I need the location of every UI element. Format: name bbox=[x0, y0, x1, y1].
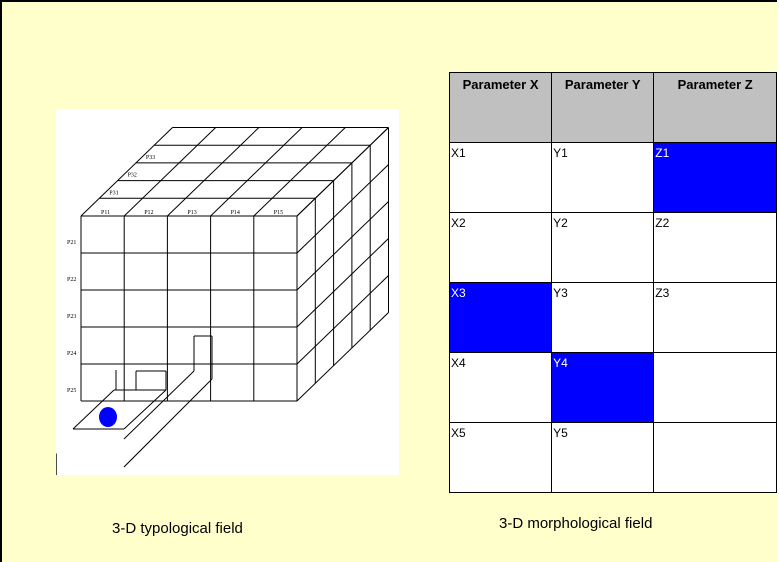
table-cell: Y5 bbox=[551, 422, 655, 493]
rod-edge bbox=[123, 378, 213, 468]
table-row: X1 Y1 Z1 bbox=[448, 142, 777, 213]
table-cell bbox=[653, 352, 777, 423]
side-grid-line bbox=[296, 127, 389, 217]
table-cell: Y1 bbox=[551, 142, 655, 213]
side-grid-line bbox=[296, 312, 389, 402]
rod-edge bbox=[72, 389, 115, 430]
table-row: X4 Y4 bbox=[448, 352, 777, 423]
front-label: P12 bbox=[144, 210, 153, 216]
side-grid-line bbox=[296, 275, 389, 365]
rod-edge bbox=[123, 370, 195, 440]
table-row: X5 Y5 bbox=[448, 422, 777, 493]
top-grid-line bbox=[210, 127, 303, 217]
side-grid-line bbox=[296, 201, 389, 291]
header-parameter-y: Parameter Y bbox=[551, 72, 655, 143]
depth-label: P33 bbox=[146, 155, 155, 161]
front-label: P15 bbox=[274, 210, 283, 216]
side-grid-line bbox=[296, 238, 389, 328]
header-parameter-x: Parameter X bbox=[448, 72, 553, 143]
side-label: P21 bbox=[67, 240, 76, 246]
depth-label: P32 bbox=[128, 173, 137, 179]
position-marker bbox=[99, 407, 117, 427]
table-cell: Y2 bbox=[551, 212, 655, 283]
table-row: X2 Y2 Z2 bbox=[448, 212, 777, 283]
front-label: P13 bbox=[187, 210, 196, 216]
table-cell-selected: X3 bbox=[448, 282, 553, 353]
morphological-field-table: Parameter X Parameter Y Parameter Z X1 Y… bbox=[448, 72, 777, 493]
front-label: P11 bbox=[101, 210, 110, 216]
side-grid-line bbox=[296, 164, 389, 254]
side-label: P25 bbox=[67, 388, 76, 394]
table-cell-selected: Z1 bbox=[653, 142, 777, 213]
front-label: P14 bbox=[231, 210, 240, 216]
table-cell-selected: Y4 bbox=[551, 352, 655, 423]
side-label: P23 bbox=[67, 314, 76, 320]
table-row: X3 Y3 Z3 bbox=[448, 282, 777, 353]
table-cell: X1 bbox=[448, 142, 553, 213]
table-cell: X5 bbox=[448, 422, 553, 493]
table-cell: Y3 bbox=[551, 282, 655, 353]
table-cell: X4 bbox=[448, 352, 553, 423]
top-grid-line bbox=[253, 127, 346, 217]
table-cell bbox=[653, 422, 777, 493]
typological-field-caption: 3-D typological field bbox=[112, 520, 243, 537]
top-grid-line bbox=[167, 127, 260, 217]
table-cell: X2 bbox=[448, 212, 553, 283]
table-header-row: Parameter X Parameter Y Parameter Z bbox=[448, 72, 777, 143]
table-cell: Z2 bbox=[653, 212, 777, 283]
top-grid-line bbox=[80, 127, 173, 217]
rod-edge bbox=[123, 389, 167, 430]
table-cell: Z3 bbox=[653, 282, 777, 353]
top-grid-line bbox=[123, 127, 217, 217]
morphological-field-caption: 3-D morphological field bbox=[499, 515, 653, 532]
header-parameter-z: Parameter Z bbox=[653, 72, 777, 143]
side-label: P22 bbox=[67, 277, 76, 283]
side-label: P24 bbox=[67, 351, 76, 357]
depth-label: P31 bbox=[109, 190, 118, 196]
